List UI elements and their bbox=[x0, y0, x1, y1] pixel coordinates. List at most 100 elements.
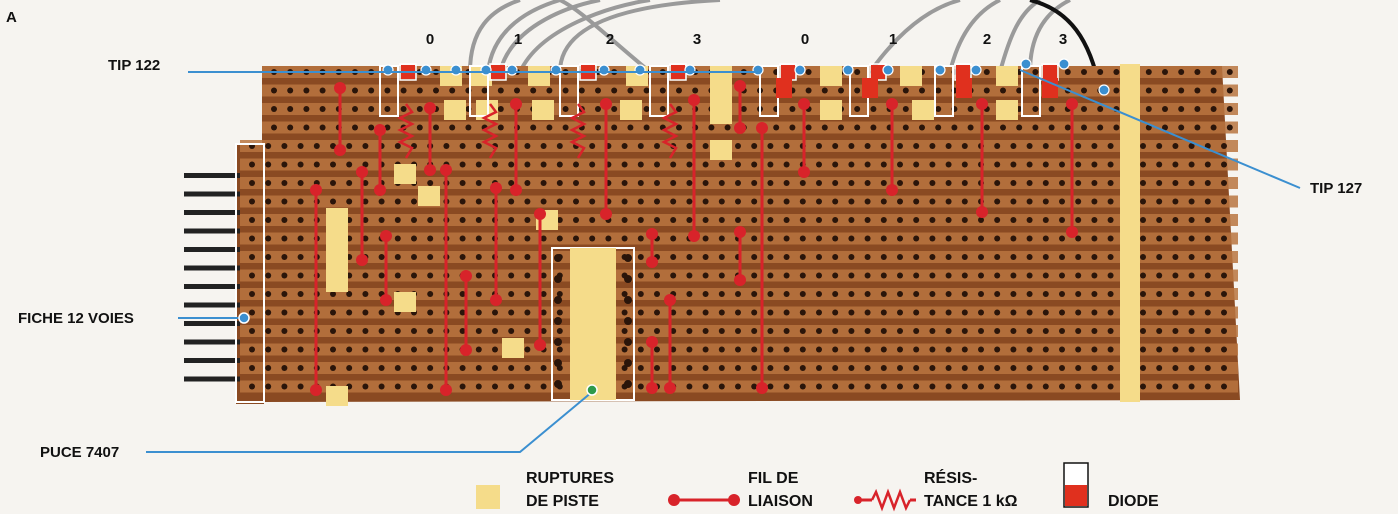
track-hole bbox=[929, 143, 936, 149]
wire-end bbox=[886, 184, 898, 196]
track-hole bbox=[1059, 161, 1065, 168]
track-hole bbox=[718, 198, 725, 205]
track-hole bbox=[767, 291, 774, 297]
track-hole bbox=[1097, 69, 1104, 75]
track-hole bbox=[249, 365, 255, 371]
track-hole bbox=[1140, 254, 1146, 260]
track-hole bbox=[556, 217, 563, 223]
track-hole bbox=[556, 235, 563, 242]
track-hole bbox=[1162, 124, 1168, 131]
track-hole bbox=[1188, 143, 1195, 149]
track-hole bbox=[362, 143, 369, 149]
track-hole bbox=[1091, 309, 1098, 316]
track-hole bbox=[637, 309, 644, 316]
track-hole bbox=[492, 346, 498, 353]
ic-pin bbox=[624, 254, 632, 262]
track-hole bbox=[1026, 143, 1033, 149]
track-hole bbox=[1145, 106, 1152, 112]
track-hole bbox=[702, 383, 709, 390]
track-hole bbox=[848, 217, 855, 223]
track-hole bbox=[880, 235, 887, 242]
track-hole bbox=[427, 291, 434, 297]
track-hole bbox=[654, 291, 660, 297]
track-hole bbox=[880, 143, 887, 149]
track-hole bbox=[1042, 235, 1049, 242]
track-hole bbox=[670, 235, 677, 242]
track-hole bbox=[1107, 328, 1114, 334]
connector-pin bbox=[184, 302, 240, 308]
rupture-strip bbox=[1120, 64, 1140, 402]
track-hole bbox=[676, 106, 682, 112]
track-hole bbox=[508, 328, 515, 334]
track-hole bbox=[281, 328, 288, 334]
track-hole bbox=[265, 161, 272, 168]
track-hole bbox=[1059, 383, 1065, 390]
track-hole bbox=[637, 180, 644, 186]
track-hole bbox=[1107, 346, 1114, 353]
track-rupture bbox=[996, 100, 1018, 120]
track-hole bbox=[1194, 106, 1201, 112]
track-hole bbox=[330, 161, 336, 168]
track-hole bbox=[994, 217, 1001, 223]
track-hole bbox=[297, 235, 304, 242]
wire-end bbox=[664, 382, 676, 394]
track-hole bbox=[384, 106, 391, 112]
track-hole bbox=[589, 180, 596, 186]
bus-dot bbox=[934, 64, 946, 76]
track-hole bbox=[1172, 254, 1179, 260]
wire-end bbox=[310, 384, 322, 396]
track-hole bbox=[1091, 272, 1098, 279]
track-hole bbox=[362, 272, 369, 279]
track-hole bbox=[384, 87, 391, 94]
track-hole bbox=[1172, 291, 1179, 297]
track-rupture bbox=[418, 186, 440, 206]
wire-end bbox=[976, 98, 988, 110]
track-hole bbox=[540, 309, 547, 316]
track-hole bbox=[1188, 272, 1195, 279]
track-hole bbox=[961, 217, 968, 223]
track-hole bbox=[832, 365, 839, 371]
track-hole bbox=[475, 161, 482, 168]
track-hole bbox=[1097, 106, 1104, 112]
track-hole bbox=[913, 309, 920, 316]
track-hole bbox=[864, 217, 871, 223]
track-hole bbox=[670, 272, 677, 279]
ic-pin bbox=[554, 359, 562, 367]
track-hole bbox=[1091, 291, 1098, 297]
column-number: 0 bbox=[426, 31, 434, 48]
track-hole bbox=[319, 124, 326, 131]
track-hole bbox=[1140, 346, 1146, 353]
track-hole bbox=[718, 365, 725, 371]
track-hole bbox=[1172, 198, 1179, 205]
track-hole bbox=[475, 198, 482, 205]
track-hole bbox=[508, 291, 515, 297]
track-hole bbox=[297, 198, 304, 205]
track-hole bbox=[945, 161, 952, 168]
track-hole bbox=[1188, 235, 1195, 242]
track-hole bbox=[767, 346, 774, 353]
track-hole bbox=[637, 365, 644, 371]
bus-dot bbox=[450, 64, 462, 76]
wire-end bbox=[1066, 98, 1078, 110]
track-hole bbox=[880, 365, 887, 371]
track-hole bbox=[265, 365, 272, 371]
track-rupture bbox=[900, 66, 922, 86]
track-hole bbox=[670, 309, 677, 316]
track-hole bbox=[589, 143, 596, 149]
track-hole bbox=[1048, 106, 1055, 112]
track-hole bbox=[978, 328, 984, 334]
track-hole bbox=[961, 198, 968, 205]
wire-end bbox=[664, 294, 676, 306]
track-hole bbox=[1010, 346, 1017, 353]
track-hole bbox=[945, 309, 952, 316]
track-hole bbox=[556, 198, 563, 205]
wire-end bbox=[440, 164, 452, 176]
track-hole bbox=[540, 180, 547, 186]
track-hole bbox=[433, 124, 439, 131]
copper-track bbox=[262, 121, 1238, 134]
track-hole bbox=[611, 87, 618, 94]
track-rupture bbox=[444, 100, 466, 120]
track-hole bbox=[313, 143, 320, 149]
track-hole bbox=[330, 328, 336, 334]
track-hole bbox=[897, 143, 903, 149]
